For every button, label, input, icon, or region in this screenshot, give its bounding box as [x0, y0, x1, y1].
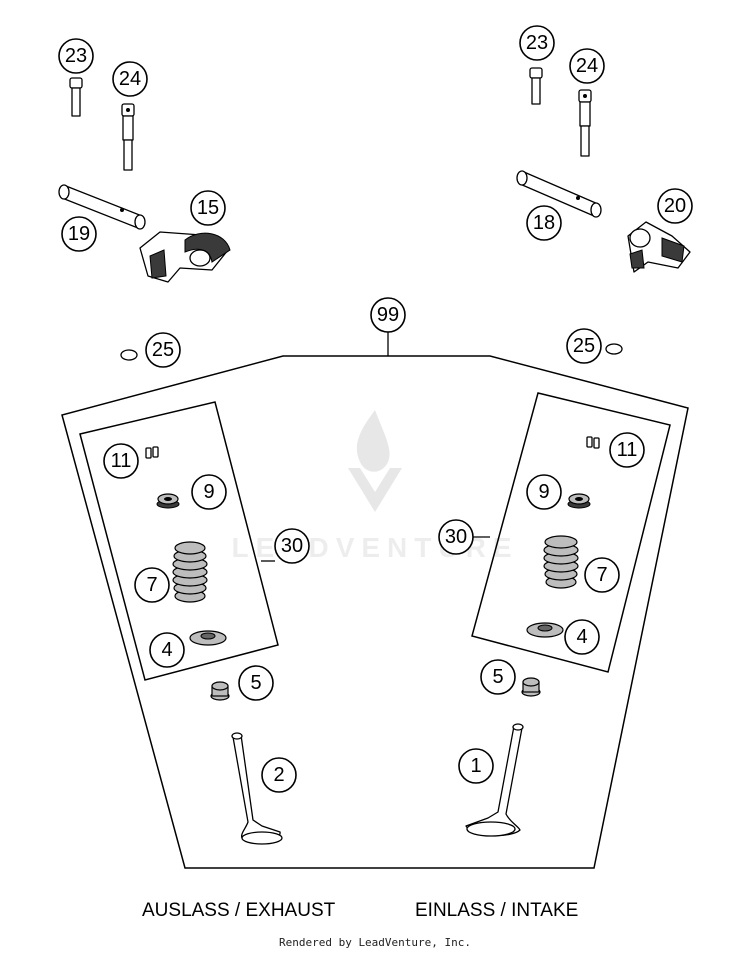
- svg-text:23: 23: [526, 32, 548, 54]
- watermark-logo: [348, 410, 402, 512]
- svg-text:4: 4: [161, 639, 172, 661]
- callout-24-left[interactable]: 24: [112, 61, 148, 97]
- callout-23-left[interactable]: 23: [58, 38, 94, 74]
- svg-text:4: 4: [576, 626, 587, 648]
- svg-text:30: 30: [445, 526, 467, 548]
- callout-4-right[interactable]: 4: [564, 619, 600, 655]
- callout-1[interactable]: 1: [458, 748, 494, 784]
- callout-9-left[interactable]: 9: [191, 474, 227, 510]
- callout-4-left[interactable]: 4: [149, 632, 185, 668]
- intake-valve-1: [465, 723, 524, 837]
- callout-24-right[interactable]: 24: [569, 48, 605, 84]
- svg-text:11: 11: [111, 450, 132, 472]
- spring-seat-4-right: [526, 622, 564, 638]
- svg-text:24: 24: [576, 55, 598, 77]
- callout-20[interactable]: 20: [657, 188, 693, 224]
- callout-5-right[interactable]: 5: [480, 659, 516, 695]
- rocker-arm-15: [139, 231, 231, 283]
- valve-stem-seal-5-left: [210, 681, 230, 701]
- svg-text:9: 9: [203, 481, 214, 503]
- svg-text:25: 25: [152, 339, 174, 361]
- svg-text:11: 11: [617, 439, 638, 461]
- valve-spring-7-left: [172, 541, 208, 603]
- svg-text:30: 30: [281, 535, 303, 557]
- rocker-shaft-19: [58, 184, 146, 230]
- svg-text:18: 18: [533, 212, 555, 234]
- valve-keeper-11-left: [145, 446, 159, 459]
- callout-25-left[interactable]: 25: [145, 332, 181, 368]
- valve-stem-seal-5-right: [521, 677, 541, 697]
- intake-side-label: EINLASS / INTAKE: [415, 900, 579, 921]
- bolt-23-right: [529, 67, 543, 105]
- spring-retainer-9-right: [567, 493, 591, 509]
- callout-25-right[interactable]: 25: [566, 328, 602, 364]
- svg-text:23: 23: [65, 45, 87, 67]
- spring-kit-frame-30-right: [471, 392, 671, 673]
- exhaust-valve-2: [231, 732, 283, 845]
- callout-23-right[interactable]: 23: [519, 25, 555, 61]
- svg-text:7: 7: [596, 564, 607, 586]
- spring-retainer-9-left: [156, 493, 180, 509]
- svg-text:5: 5: [492, 666, 503, 688]
- svg-text:5: 5: [250, 672, 261, 694]
- valve-spring-7-right: [543, 535, 579, 589]
- callout-9-right[interactable]: 9: [526, 474, 562, 510]
- callout-11-right[interactable]: 11: [609, 432, 645, 468]
- shim-25-left: [120, 349, 138, 361]
- callout-7-left[interactable]: 7: [134, 567, 170, 603]
- bolt-23-left: [69, 77, 83, 117]
- svg-text:15: 15: [197, 197, 219, 219]
- svg-text:20: 20: [664, 195, 686, 217]
- rocker-arm-20: [627, 221, 691, 273]
- bolt-24-right: [578, 89, 592, 157]
- rocker-shaft-18: [516, 170, 602, 218]
- callout-11-left[interactable]: 11: [103, 443, 139, 479]
- footer-credit: Rendered by LeadVenture, Inc.: [278, 936, 472, 949]
- shim-25-right: [605, 343, 623, 355]
- callout-99[interactable]: 99: [370, 297, 406, 333]
- callout-19[interactable]: 19: [61, 216, 97, 252]
- callout-2[interactable]: 2: [261, 757, 297, 793]
- spring-seat-4-left: [189, 630, 227, 646]
- svg-text:99: 99: [377, 304, 399, 326]
- svg-text:7: 7: [146, 574, 157, 596]
- svg-text:2: 2: [273, 764, 284, 786]
- svg-text:24: 24: [119, 68, 141, 90]
- callout-7-right[interactable]: 7: [584, 557, 620, 593]
- callout-18[interactable]: 18: [526, 205, 562, 241]
- bolt-24-left: [121, 103, 135, 171]
- svg-text:9: 9: [538, 481, 549, 503]
- callout-5-left[interactable]: 5: [238, 665, 274, 701]
- callout-15[interactable]: 15: [190, 190, 226, 226]
- svg-text:19: 19: [68, 223, 90, 245]
- exhaust-side-label: AUSLASS / EXHAUST: [142, 900, 336, 921]
- spring-kit-frame-30-left: [79, 401, 279, 681]
- svg-text:1: 1: [470, 755, 481, 777]
- valve-kit-frame-99: [61, 355, 689, 869]
- callout-30-left[interactable]: 30: [274, 528, 310, 564]
- svg-text:25: 25: [573, 335, 595, 357]
- callout-30-right[interactable]: 30: [438, 519, 474, 555]
- valve-keeper-11-right: [586, 436, 600, 449]
